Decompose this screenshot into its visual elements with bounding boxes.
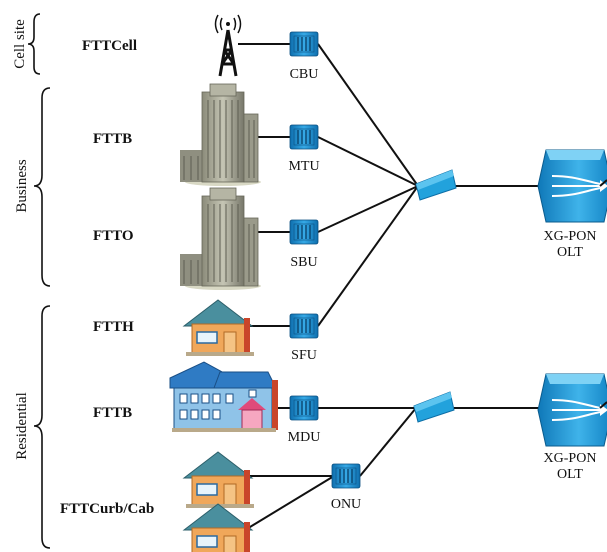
onu-device-icon bbox=[331, 463, 361, 489]
cbu-device-icon bbox=[289, 31, 319, 57]
group-label-cell-site: Cell site bbox=[12, 19, 28, 69]
olt-label-bottom-line2: OLT bbox=[557, 467, 583, 482]
cell-tower-icon bbox=[214, 14, 242, 77]
group-label-business: Business bbox=[14, 159, 30, 213]
optical-splitter-icon bbox=[413, 391, 455, 423]
device-label-mdu: MDU bbox=[288, 430, 321, 445]
fiber-links bbox=[238, 43, 540, 531]
category-fttcell: FTTCell bbox=[82, 38, 137, 54]
mtu-device-icon bbox=[289, 124, 319, 150]
olt-icon bbox=[537, 149, 607, 223]
olt-label-top-line2: OLT bbox=[557, 245, 583, 260]
category-fttb-business: FTTB bbox=[93, 131, 132, 147]
house-icon bbox=[183, 451, 255, 509]
device-label-sbu: SBU bbox=[290, 255, 317, 270]
category-fttcurb: FTTCurb/Cab bbox=[60, 501, 154, 517]
device-label-sfu: SFU bbox=[291, 348, 317, 363]
optical-splitter-icon bbox=[415, 169, 457, 201]
house-icon bbox=[183, 503, 255, 552]
olt-icon bbox=[537, 373, 607, 447]
device-label-mtu: MTU bbox=[288, 159, 319, 174]
office-building-icon bbox=[179, 187, 262, 291]
brace-residential bbox=[33, 305, 51, 549]
category-ftth: FTTH bbox=[93, 319, 134, 335]
apartment-building-icon bbox=[169, 361, 278, 432]
olt-label-bottom-line1: XG-PON bbox=[544, 451, 597, 466]
olt-label-top-line1: XG-PON bbox=[544, 229, 597, 244]
mdu-device-icon bbox=[289, 395, 319, 421]
category-ftto: FTTO bbox=[93, 228, 134, 244]
device-label-cbu: CBU bbox=[290, 67, 319, 82]
office-building-icon bbox=[179, 83, 262, 187]
brace-business bbox=[33, 87, 51, 287]
device-label-onu: ONU bbox=[331, 497, 361, 512]
sbu-device-icon bbox=[289, 219, 319, 245]
house-icon bbox=[183, 299, 255, 357]
sfu-device-icon bbox=[289, 313, 319, 339]
group-label-residential: Residential bbox=[14, 392, 30, 460]
category-fttb-residential: FTTB bbox=[93, 405, 132, 421]
brace-cell-site bbox=[27, 13, 41, 75]
